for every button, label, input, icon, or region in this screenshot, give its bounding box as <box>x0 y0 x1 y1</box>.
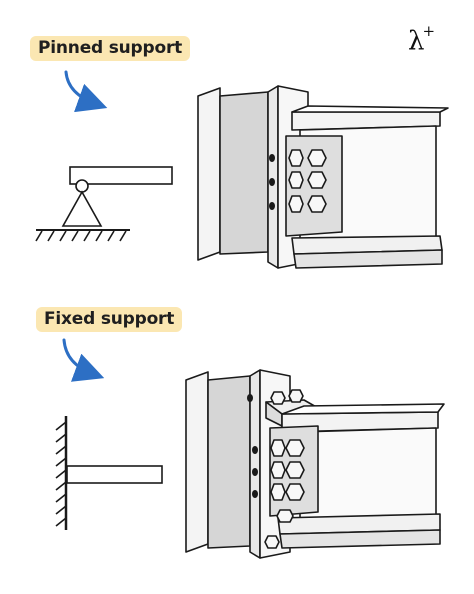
brand-superscript: + <box>422 22 436 40</box>
pin-support-icon <box>35 166 173 242</box>
fixed-connection-drawing <box>185 369 445 559</box>
fixed-support-icon <box>55 416 163 530</box>
brand-symbol: λ <box>408 26 425 57</box>
pinned-arrow-icon <box>64 70 108 113</box>
pinned-connection-drawing <box>197 85 449 269</box>
brand-logo: λ+ <box>408 24 435 57</box>
fixed-arrow-icon <box>62 338 105 382</box>
fixed-support-label: Fixed support <box>36 307 183 332</box>
pinned-support-label: Pinned support <box>30 36 191 61</box>
